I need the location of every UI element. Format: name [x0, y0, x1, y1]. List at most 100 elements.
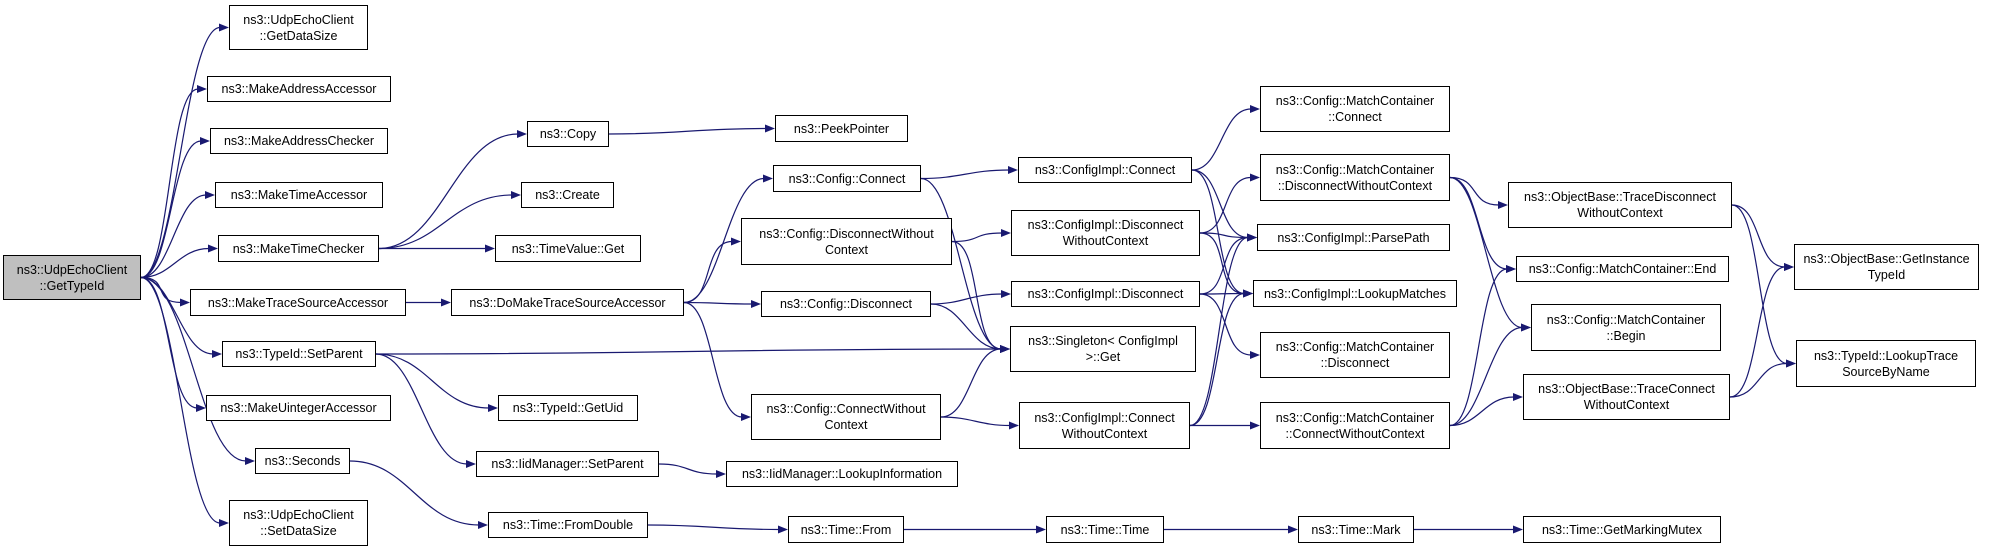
- edge-config-connect-wo-to-configimpl-connect-wo: [940, 416, 1011, 427]
- node-time-time[interactable]: ns3::Time::Time: [1046, 516, 1164, 543]
- edge-typeid-setparent-to-iidmanager-setparent: [375, 353, 468, 465]
- node-configimpl-lookupmatches[interactable]: ns3::ConfigImpl::LookupMatches: [1253, 280, 1457, 307]
- edge-mc-disconnect-wo-to-mc-end: [1449, 176, 1508, 270]
- arrowhead-typeid-setparent-to-typeid-getuid: [488, 404, 498, 412]
- node-time-from[interactable]: ns3::Time::From: [788, 516, 904, 543]
- node-make-address-checker[interactable]: ns3::MakeAddressChecker: [210, 128, 388, 154]
- node-iidmanager-setparent[interactable]: ns3::IidManager::SetParent: [476, 451, 659, 477]
- node-timevalue-get[interactable]: ns3::TimeValue::Get: [495, 235, 641, 262]
- node-root: ns3::UdpEchoClient ::GetTypeId: [3, 255, 141, 300]
- edge-typeid-setparent-to-singleton-get: [375, 348, 1002, 355]
- node-configimpl-disconnect-wo[interactable]: ns3::ConfigImpl::Disconnect WithoutConte…: [1011, 210, 1200, 256]
- edge-configimpl-disconnect-wo-to-configimpl-lookupmatches: [1199, 232, 1245, 295]
- edge-configimpl-disconnect-to-mc-disconnect: [1199, 293, 1252, 356]
- node-typeid-getuid[interactable]: ns3::TypeId::GetUid: [498, 395, 638, 421]
- node-mc-disconnect[interactable]: ns3::Config::MatchContainer ::Disconnect: [1260, 332, 1450, 378]
- node-copy[interactable]: ns3::Copy: [527, 121, 609, 147]
- edge-config-connect-wo-to-singleton-get: [940, 348, 1002, 418]
- node-do-make-trace-source-accessor[interactable]: ns3::DoMakeTraceSourceAccessor: [451, 289, 684, 316]
- arrowhead-ob-trace-connect-wo-to-typeid-lookuptracesource: [1786, 359, 1796, 368]
- arrowhead-config-connect-wo-to-singleton-get: [1000, 345, 1010, 353]
- node-time-fromdouble[interactable]: ns3::Time::FromDouble: [488, 512, 648, 538]
- edge-configimpl-connect-to-configimpl-parsepath: [1191, 169, 1249, 239]
- node-configimpl-connect-wo[interactable]: ns3::ConfigImpl::Connect WithoutContext: [1019, 402, 1190, 449]
- node-config-disconnect[interactable]: ns3::Config::Disconnect: [761, 291, 931, 317]
- edge-configimpl-disconnect-to-configimpl-parsepath: [1199, 236, 1249, 295]
- node-configimpl-connect[interactable]: ns3::ConfigImpl::Connect: [1018, 157, 1192, 183]
- edge-iidmanager-setparent-to-iidmanager-lookupinfo: [658, 463, 718, 475]
- arrowhead-configimpl-connect-to-mc-connect: [1250, 105, 1260, 113]
- edge-configimpl-disconnect-to-configimpl-lookupmatches: [1199, 292, 1245, 295]
- edge-root-to-make-address-accessor: [140, 88, 199, 279]
- node-mc-connect-wo[interactable]: ns3::Config::MatchContainer ::ConnectWit…: [1260, 402, 1450, 449]
- edge-ob-trace-disconnect-wo-to-typeid-lookuptracesource: [1731, 204, 1788, 365]
- node-time-mark[interactable]: ns3::Time::Mark: [1298, 516, 1414, 543]
- edge-mc-disconnect-wo-to-ob-trace-disconnect-wo: [1449, 176, 1500, 206]
- arrowhead-config-connect-wo-to-configimpl-connect-wo: [1009, 421, 1019, 430]
- node-config-disconnect-wo[interactable]: ns3::Config::DisconnectWithout Context: [741, 218, 952, 265]
- node-ob-trace-disconnect-wo[interactable]: ns3::ObjectBase::TraceDisconnect Without…: [1508, 182, 1732, 228]
- node-typeid-setparent[interactable]: ns3::TypeId::SetParent: [222, 341, 376, 367]
- node-udp-getdatasize[interactable]: ns3::UdpEchoClient ::GetDataSize: [229, 5, 368, 50]
- arrowhead-seconds-to-time-fromdouble: [478, 521, 488, 529]
- node-typeid-lookuptracesource[interactable]: ns3::TypeId::LookupTrace SourceByName: [1796, 340, 1976, 387]
- node-udp-setdatasize[interactable]: ns3::UdpEchoClient ::SetDataSize: [229, 500, 368, 546]
- arrowhead-root-to-make-trace-source-accessor: [180, 298, 190, 307]
- node-seconds[interactable]: ns3::Seconds: [255, 448, 350, 474]
- arrowhead-configimpl-disconnect-to-mc-disconnect: [1250, 351, 1260, 359]
- arrowhead-time-fromdouble-to-time-from: [778, 525, 788, 534]
- node-singleton-get[interactable]: ns3::Singleton< ConfigImpl >::Get: [1010, 326, 1196, 372]
- edge-typeid-setparent-to-typeid-getuid: [375, 353, 490, 409]
- edge-do-make-trace-source-accessor-to-config-connect-wo: [683, 301, 743, 418]
- arrowhead-configimpl-connect-wo-to-configimpl-lookupmatches: [1243, 289, 1253, 298]
- edge-do-make-trace-source-accessor-to-config-disconnect: [683, 301, 753, 305]
- edge-ob-trace-disconnect-wo-to-ob-getinstancetypeid: [1731, 204, 1786, 268]
- edge-config-connect-to-configimpl-connect: [920, 169, 1010, 180]
- node-mc-connect[interactable]: ns3::Config::MatchContainer ::Connect: [1260, 86, 1450, 132]
- edge-configimpl-connect-wo-to-configimpl-parsepath: [1189, 236, 1249, 427]
- edge-configimpl-connect-to-mc-connect: [1191, 108, 1252, 171]
- arrowhead-make-time-checker-to-timevalue-get: [485, 244, 495, 253]
- node-time-getmarkingmutex[interactable]: ns3::Time::GetMarkingMutex: [1523, 516, 1721, 543]
- node-create[interactable]: ns3::Create: [521, 182, 614, 208]
- arrowhead-do-make-trace-source-accessor-to-config-connect: [763, 174, 773, 183]
- arrowhead-root-to-make-time-checker: [208, 244, 218, 253]
- node-configimpl-parsepath[interactable]: ns3::ConfigImpl::ParsePath: [1257, 224, 1450, 251]
- node-make-uinteger-accessor[interactable]: ns3::MakeUintegerAccessor: [206, 395, 391, 421]
- edge-copy-to-peekpointer: [608, 127, 767, 135]
- edge-root-to-udp-setdatasize: [140, 276, 221, 524]
- node-iidmanager-lookupinfo[interactable]: ns3::IidManager::LookupInformation: [726, 461, 958, 487]
- arrowhead-mc-connect-wo-to-mc-begin: [1521, 323, 1531, 332]
- edge-root-to-make-time-checker: [140, 247, 210, 279]
- node-make-time-checker[interactable]: ns3::MakeTimeChecker: [218, 235, 379, 262]
- arrowhead-root-to-seconds: [245, 457, 255, 465]
- node-make-address-accessor[interactable]: ns3::MakeAddressAccessor: [207, 76, 391, 102]
- node-mc-disconnect-wo[interactable]: ns3::Config::MatchContainer ::Disconnect…: [1260, 154, 1450, 201]
- edge-config-disconnect-wo-to-configimpl-disconnect-wo: [951, 232, 1003, 243]
- edge-configimpl-connect-wo-to-configimpl-lookupmatches: [1189, 292, 1245, 427]
- node-config-connect-wo[interactable]: ns3::Config::ConnectWithout Context: [751, 394, 941, 440]
- node-mc-end[interactable]: ns3::Config::MatchContainer::End: [1516, 256, 1729, 282]
- node-ob-trace-connect-wo[interactable]: ns3::ObjectBase::TraceConnect WithoutCon…: [1523, 374, 1730, 420]
- arrowhead-iidmanager-setparent-to-iidmanager-lookupinfo: [716, 470, 726, 478]
- node-mc-begin[interactable]: ns3::Config::MatchContainer ::Begin: [1531, 304, 1721, 351]
- edge-root-to-seconds: [140, 276, 247, 462]
- arrowhead-make-time-checker-to-copy: [517, 130, 527, 138]
- node-configimpl-disconnect[interactable]: ns3::ConfigImpl::Disconnect: [1011, 281, 1200, 307]
- node-make-time-accessor[interactable]: ns3::MakeTimeAccessor: [215, 182, 383, 208]
- arrowhead-make-time-checker-to-create: [511, 191, 521, 199]
- node-ob-getinstancetypeid[interactable]: ns3::ObjectBase::GetInstance TypeId: [1794, 244, 1979, 290]
- arrowhead-do-make-trace-source-accessor-to-config-disconnect-wo: [731, 237, 741, 246]
- arrowhead-time-mark-to-time-getmarkingmutex: [1513, 525, 1523, 534]
- arrowhead-config-connect-to-configimpl-connect: [1008, 166, 1018, 174]
- arrowhead-mc-connect-wo-to-mc-end: [1506, 265, 1516, 273]
- arrowhead-do-make-trace-source-accessor-to-config-disconnect: [751, 300, 761, 308]
- arrowhead-root-to-make-address-checker: [200, 137, 210, 145]
- edge-configimpl-disconnect-wo-to-configimpl-parsepath: [1199, 232, 1249, 239]
- node-make-trace-source-accessor[interactable]: ns3::MakeTraceSourceAccessor: [190, 289, 406, 316]
- node-peekpointer[interactable]: ns3::PeekPointer: [775, 115, 908, 142]
- node-config-connect[interactable]: ns3::Config::Connect: [773, 165, 921, 192]
- edge-config-disconnect-to-singleton-get: [930, 303, 1002, 350]
- edge-config-disconnect-wo-to-singleton-get: [951, 240, 1002, 350]
